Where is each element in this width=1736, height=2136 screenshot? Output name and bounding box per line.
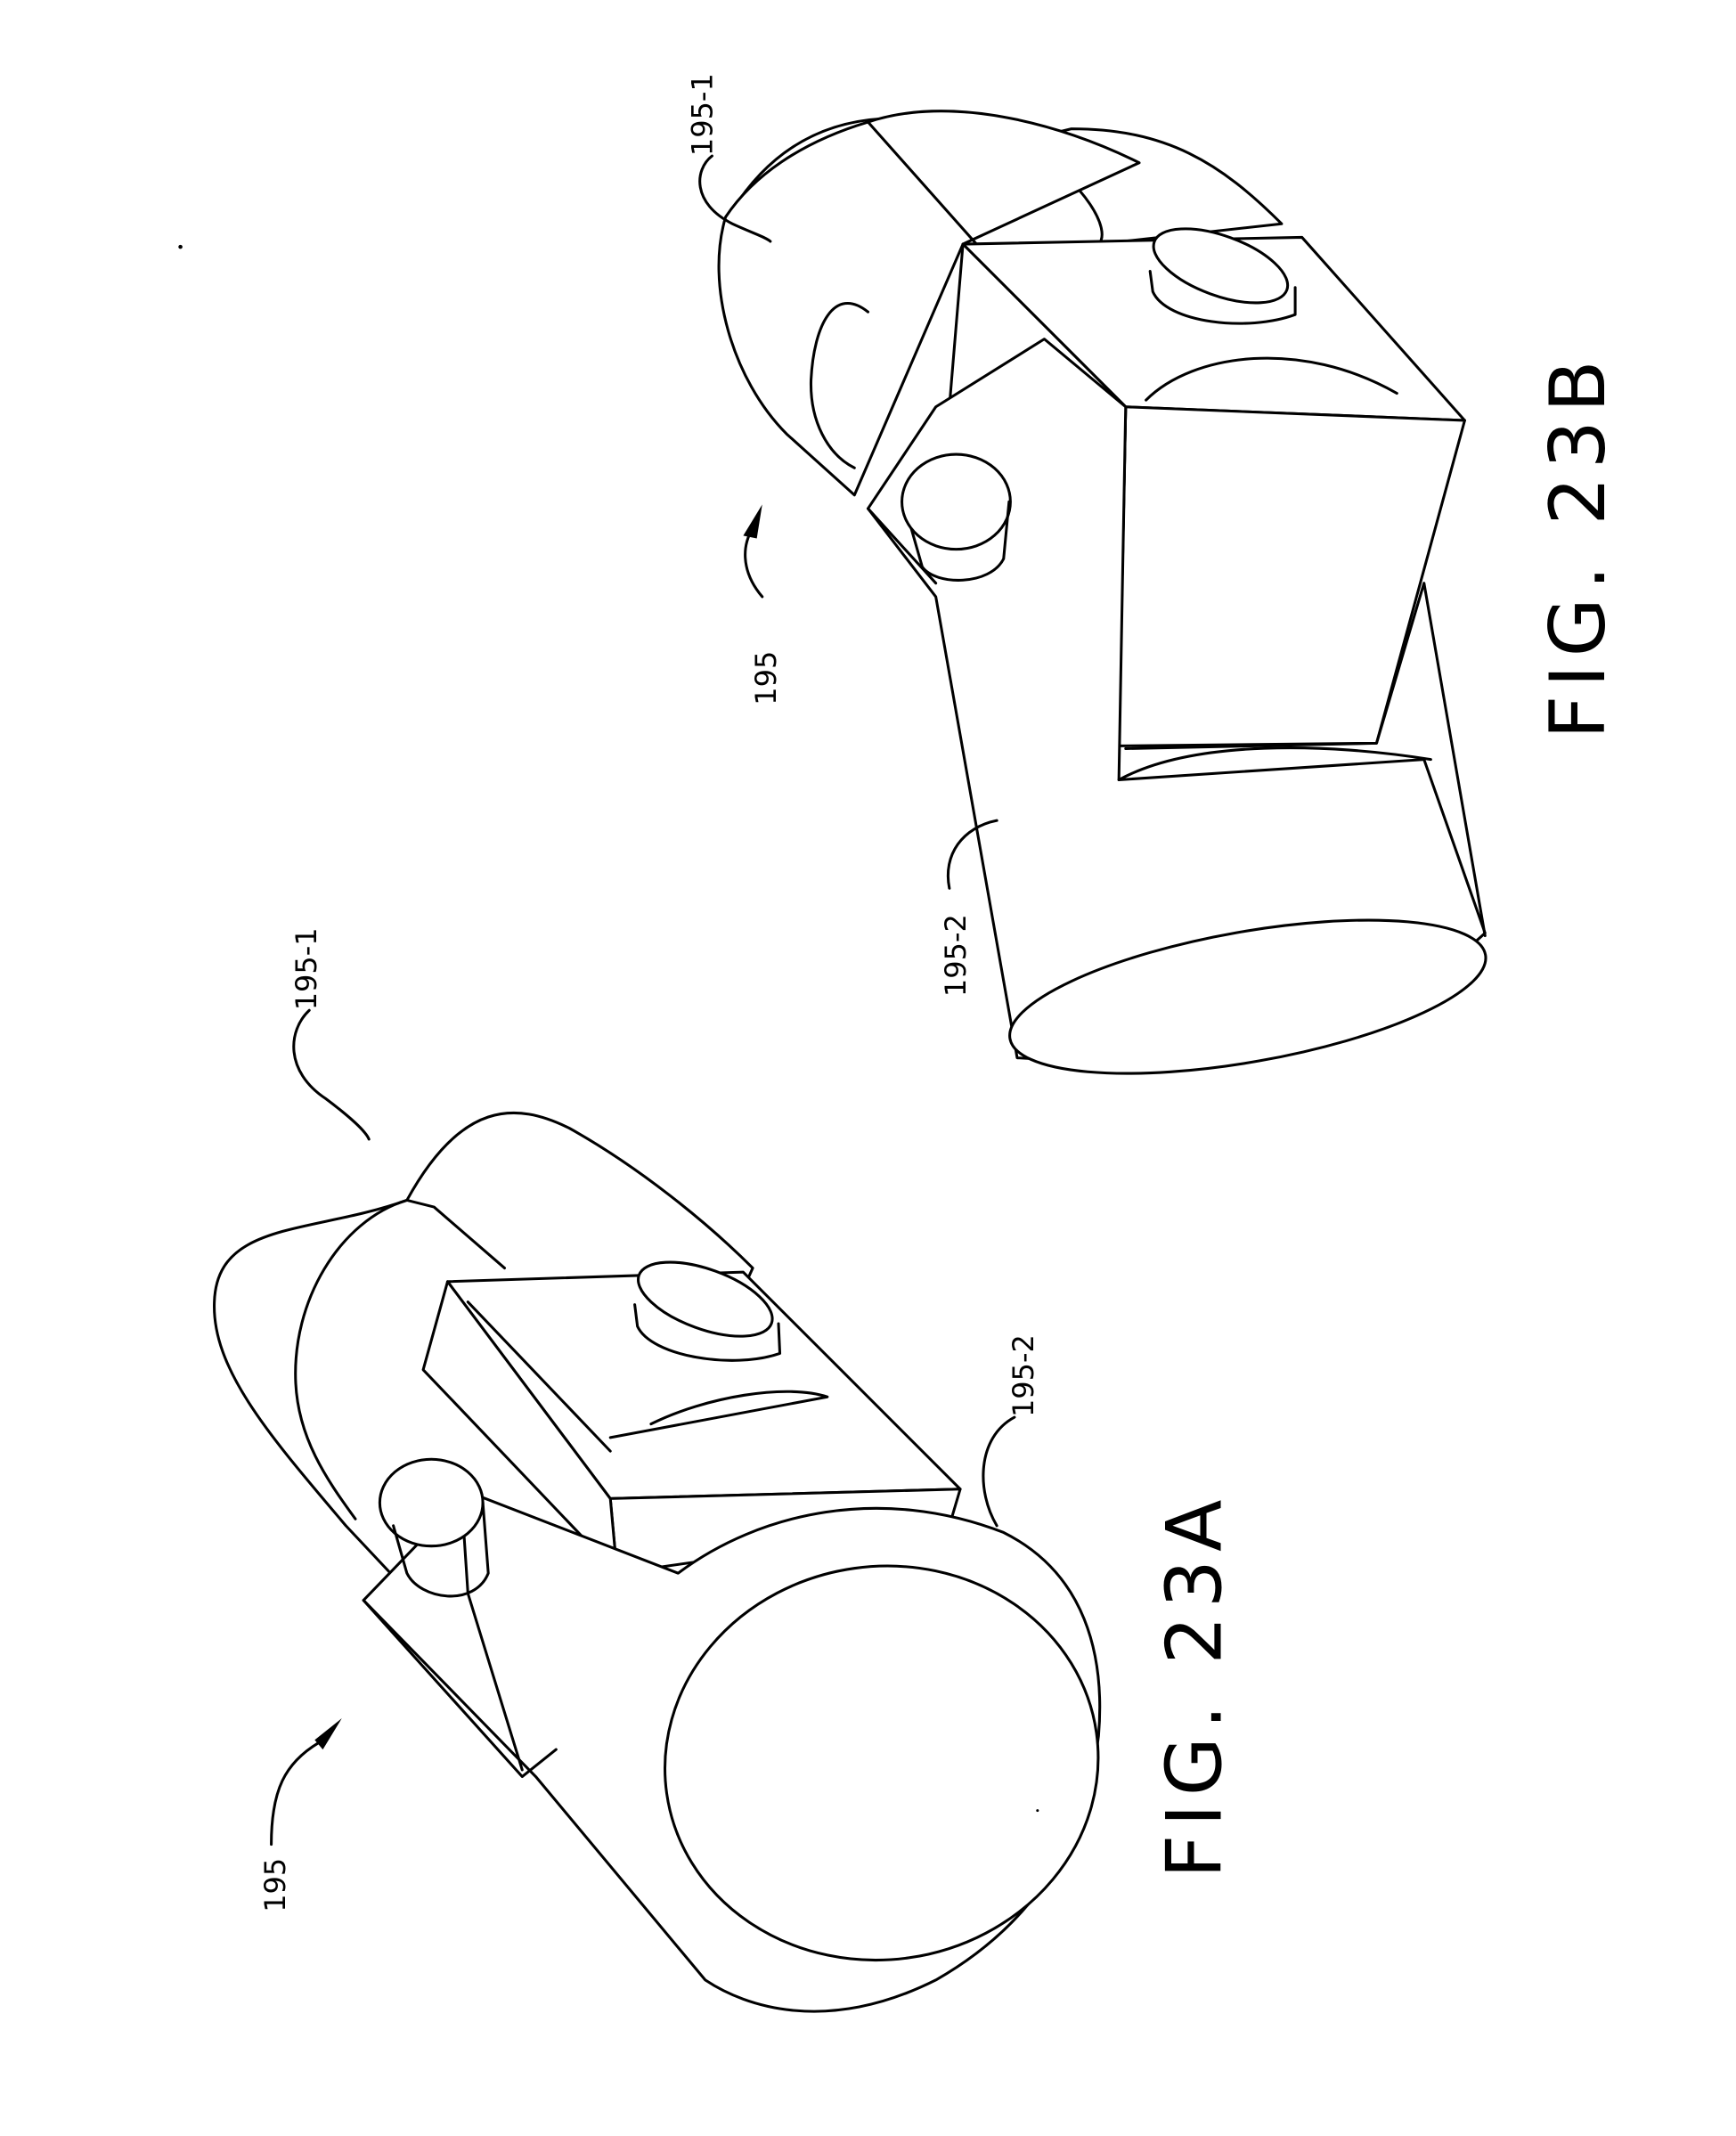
leader-195-1-a <box>292 1008 371 1141</box>
figure-23a <box>213 1008 1102 2013</box>
arrowhead-195-b <box>743 504 762 539</box>
pin-a-side <box>378 1457 490 1598</box>
label-195-1-b: 195-1 <box>685 73 719 156</box>
label-195-a: 195 <box>258 1858 292 1912</box>
arrowhead-195-a <box>314 1718 342 1750</box>
leader-195-a <box>270 1741 321 1847</box>
part-195-1-yoke-b <box>717 110 1284 497</box>
leader-195-1-b <box>698 154 772 243</box>
label-195-2-b: 195-2 <box>939 914 973 997</box>
label-195-b: 195 <box>749 651 783 705</box>
speck <box>178 244 183 249</box>
caption-fig-23a: FIG. 23A <box>1151 1491 1239 1878</box>
part-195-2-yoke-a <box>362 1490 1102 2013</box>
pin-a-front <box>633 1260 782 1362</box>
leader-195-b <box>744 527 764 599</box>
label-195-1-a: 195-1 <box>289 927 323 1010</box>
label-195-2-a: 195-2 <box>1007 1334 1040 1417</box>
caption-fig-23b: FIG. 23B <box>1535 352 1623 738</box>
pin-b-side <box>901 452 1012 582</box>
leader-195-2-a <box>982 1415 1016 1528</box>
speck <box>1036 1809 1039 1813</box>
pin-b-front <box>1148 227 1297 325</box>
leader-195-2-b <box>946 819 998 890</box>
figure-23b <box>698 110 1487 1075</box>
part-195-2-yoke-b <box>866 338 1487 1075</box>
